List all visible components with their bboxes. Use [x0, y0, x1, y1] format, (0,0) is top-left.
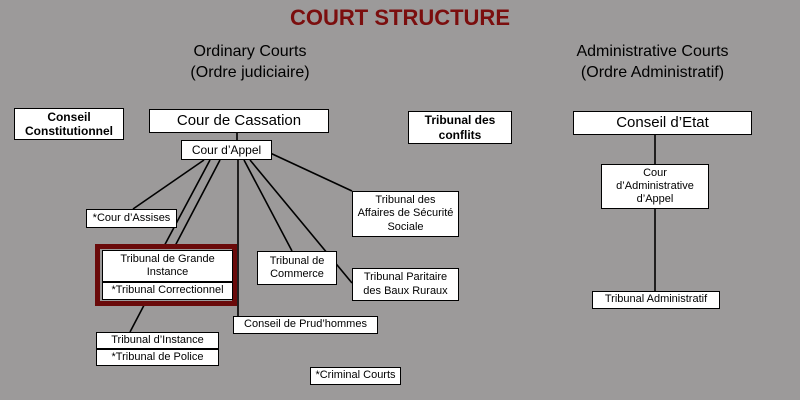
administrative-courts-heading: Administrative Courts (Ordre Administrat… [576, 43, 729, 81]
link-appel-securite-sociale [267, 151, 353, 192]
tribunal-de-commerce-box: Tribunal de Commerce [257, 251, 337, 285]
conseil-detat-box: Conseil d’Etat [573, 111, 752, 135]
link-appel-grande-instance [161, 159, 211, 251]
tribunal-de-police-box: *Tribunal de Police [96, 349, 219, 366]
ordinary-courts-heading: Ordinary Courts (Ordre judiciaire) [190, 43, 310, 81]
tribunal-administratif-box: Tribunal Administratif [592, 291, 720, 309]
conseil-constitutionnel-box: Conseil Constitutionnel [14, 108, 124, 140]
conseil-de-prudhommes-box: Conseil de Prud’hommes [233, 316, 378, 334]
cour-de-cassation-box: Cour de Cassation [149, 109, 329, 133]
tribunal-des-conflits-box: Tribunal des conflits [408, 111, 512, 144]
cour-administrative-appel-box: Cour d’Administrative d’Appel [601, 164, 709, 209]
tribunal-dinstance-box: Tribunal d’Instance [96, 332, 219, 349]
tribunal-baux-ruraux-box: Tribunal Paritaire des Baux Ruraux [352, 268, 459, 301]
link-appel-commerce [243, 159, 293, 252]
cour-dappel-box: Cour d’Appel [181, 140, 272, 160]
diagram-title: COURT STRUCTURE [290, 5, 510, 30]
criminal-courts-box: *Criminal Courts [310, 367, 401, 385]
cour-dassises-box: *Cour d’Assises [86, 209, 177, 228]
link-appel-assises [132, 159, 205, 210]
tribunal-correctionnel-box: *Tribunal Correctionnel [102, 282, 233, 300]
tribunal-securite-sociale-box: Tribunal des Affaires de Sécurité Social… [352, 191, 459, 237]
tribunal-grande-instance-box: Tribunal de Grande Instance [102, 250, 233, 282]
